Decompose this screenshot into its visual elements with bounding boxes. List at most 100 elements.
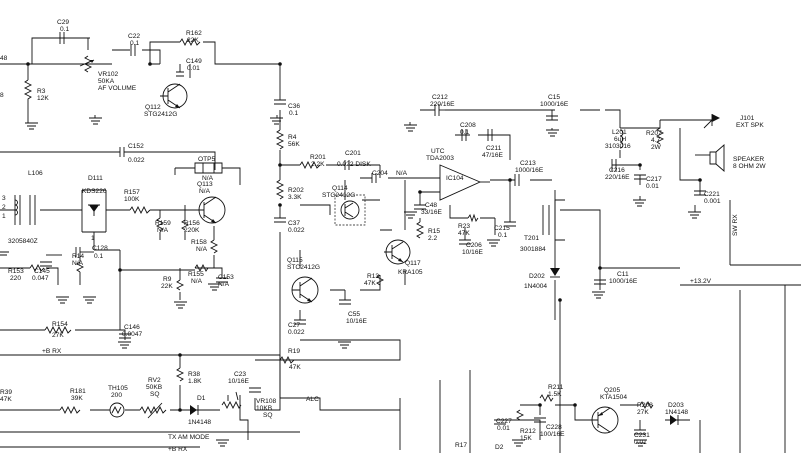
label-r14: R14: [72, 253, 84, 260]
label-r207-power: 2W: [651, 144, 662, 151]
label-c215: C215: [494, 225, 510, 232]
label-c36: C36: [288, 103, 300, 110]
label-q117: Q117: [405, 260, 421, 267]
label-c216: C216: [609, 167, 625, 174]
label-speaker-value: 8 OHM 2W: [733, 163, 766, 170]
label-c37: C37: [288, 220, 300, 227]
label-d111-part: KDS226: [82, 188, 107, 195]
label-tda2003: TDA2003: [426, 155, 454, 162]
label-r201-value: 2.2K: [311, 161, 325, 168]
label-q205-part: KTA1504: [600, 394, 627, 401]
label-b-rx-upper: +B RX: [42, 348, 62, 355]
label-d111-pin: 1: [91, 235, 95, 242]
label-l106: L106: [28, 170, 43, 177]
label-c149: C149: [186, 58, 202, 65]
label-c212: C212: [432, 94, 448, 101]
label-vr102-value: 50KA: [98, 78, 115, 85]
label-d111: D111: [88, 175, 103, 182]
label-c211-value: 47/16E: [482, 152, 504, 159]
label-r15-value: 2.2: [428, 235, 437, 242]
label-c22-value: 0.1: [130, 40, 139, 47]
label-th105: TH105: [108, 385, 128, 392]
label-r156: R156: [184, 220, 200, 227]
label-supply-13v2: +13.2V: [690, 278, 712, 285]
label-b-rx-lower: +B RX: [168, 446, 188, 453]
label-c36r: 48: [0, 55, 8, 62]
label-otp5-value: N/A: [202, 175, 214, 182]
label-q112-part: STG2412G: [144, 111, 177, 118]
label-ic104: IC104: [446, 175, 464, 182]
label-r13: R13: [367, 273, 379, 280]
label-r3: R3: [37, 88, 46, 95]
label-c48: C48: [425, 202, 437, 209]
label-xtal: 3205840Z: [8, 238, 38, 245]
label-r153-value: 220: [10, 275, 21, 282]
label-d202: D202: [529, 273, 545, 280]
label-vr102: VR102: [98, 71, 118, 78]
label-d2: D2: [495, 444, 504, 451]
label-r154-value: 27K: [52, 332, 64, 339]
label-r9-value: 22K: [161, 283, 173, 290]
label-r19-value: 47K: [289, 364, 301, 371]
label-q114-part: STG2412G: [322, 192, 355, 199]
label-d1-part: 1N4148: [188, 419, 211, 426]
label-r14-value: N/A: [72, 260, 84, 267]
label-c216-value: 220/16E: [605, 174, 630, 181]
label-c38r: 8: [0, 92, 4, 99]
label-c204: C204: [372, 170, 388, 177]
label-c27: C27: [288, 322, 300, 329]
label-rv2-value: 50KB: [146, 384, 163, 391]
label-r39: R39: [0, 389, 12, 396]
label-r38-value: 1.8K: [188, 378, 202, 385]
label-th105-value: 200: [111, 392, 122, 399]
label-q112: Q112: [145, 104, 161, 111]
label-c208-value: 0.1: [460, 129, 469, 136]
label-l201-inductance: 6uH: [614, 136, 626, 143]
label-utc: UTC: [431, 148, 445, 155]
label-d202-part: 1N4004: [524, 283, 547, 290]
label-r181: R181: [70, 388, 86, 395]
label-r156-value: 220K: [184, 227, 200, 234]
label-r208: R208: [637, 402, 653, 409]
wires: [0, 37, 801, 453]
label-rv2-type: SQ: [150, 391, 160, 398]
label-c23-value: 10/16E: [228, 378, 250, 385]
label-c128-value: 0.1: [94, 253, 103, 260]
label-c152: C152: [128, 143, 144, 150]
label-c36-value: 0.1: [289, 110, 298, 117]
label-r4-value: 56K: [288, 141, 300, 148]
label-c208: C208: [460, 122, 476, 129]
label-c27-value: 0.022: [288, 329, 305, 336]
label-c15-value: 1000/16E: [540, 101, 569, 108]
label-c128: C128: [92, 245, 108, 252]
label-r155: R155: [188, 271, 204, 278]
label-c227: C227: [496, 418, 512, 425]
label-c213-value: 1000/16E: [515, 167, 544, 174]
label-j101-value: EXT SPK: [736, 122, 764, 129]
label-q115: Q115: [287, 257, 303, 264]
label-c55: C55: [348, 311, 360, 318]
label-c227-value: 0.01: [497, 425, 510, 432]
label-c48-value: 33/16E: [421, 209, 443, 216]
label-c29-value: 0.1: [60, 26, 69, 33]
label-vr108: VR108: [256, 398, 276, 405]
label-r207: R207: [646, 130, 662, 137]
label-c23: C23: [234, 371, 246, 378]
label-c145: C145: [34, 268, 50, 275]
label-sw-rx: SW RX: [732, 214, 739, 236]
component-labels: 48 8 C29 0.1 C22 0.1 R162 22K C149 0.01 …: [0, 19, 766, 453]
label-c201-value: 0.022 DISK: [337, 161, 371, 168]
label-pin-1: 1: [2, 213, 6, 220]
label-r3-value: 12K: [37, 95, 49, 102]
label-r4: R4: [288, 134, 297, 141]
label-c22: C22: [128, 33, 140, 40]
label-c11-value: 1000/16E: [609, 278, 638, 285]
label-l201: L201: [612, 129, 627, 136]
label-r158: R158: [191, 239, 207, 246]
label-r202: R202: [288, 187, 304, 194]
label-pin-3: 3: [2, 195, 6, 202]
label-c221: C221: [704, 191, 720, 198]
label-q205: Q205: [604, 387, 620, 394]
